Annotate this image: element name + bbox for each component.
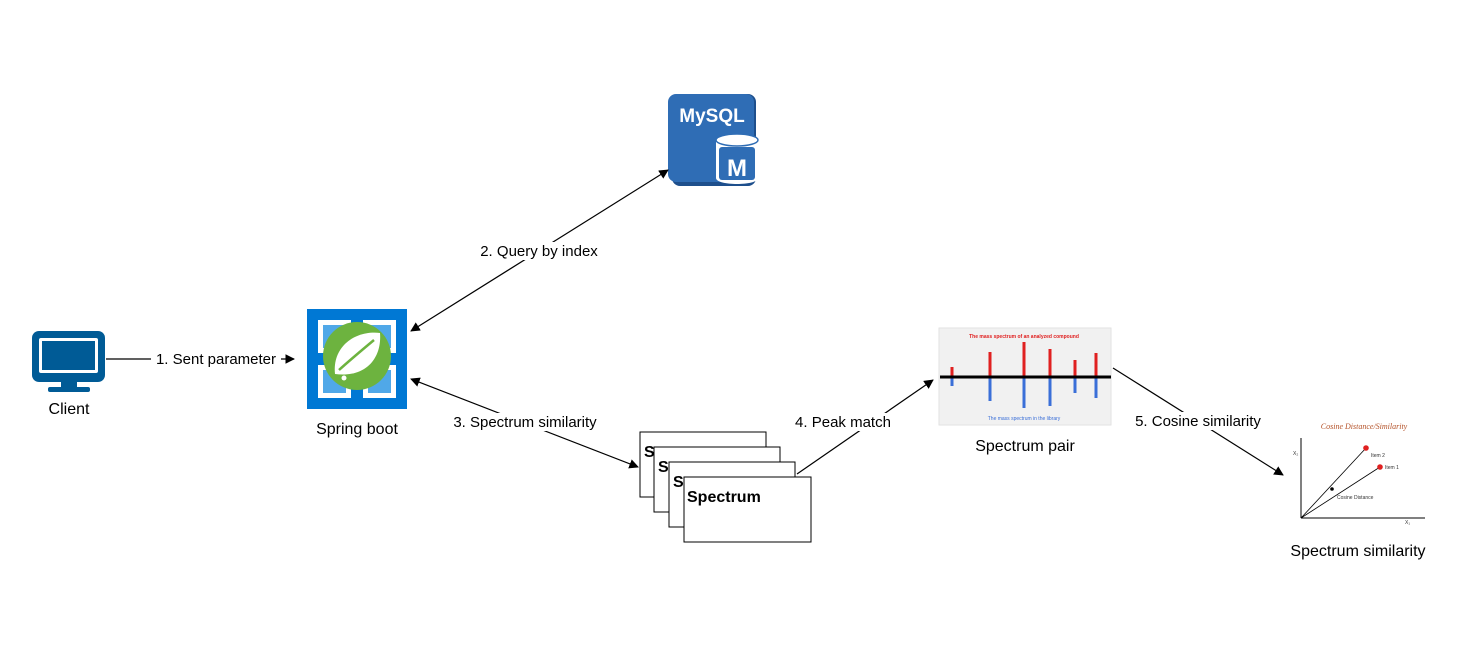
edge-sent-parameter: 1. Sent parameter	[106, 350, 295, 368]
spectrum-similarity-node: Cosine Distance/Similarity Item 2 Item 1…	[1290, 422, 1425, 560]
edge-sent-parameter-label: 1. Sent parameter	[156, 351, 276, 368]
spectrum-card-partial-label: S	[673, 474, 684, 491]
edge-spectrum-similarity-label: 3. Spectrum similarity	[453, 414, 597, 431]
item1-label: Item 1	[1385, 465, 1399, 471]
spectrum-card-label: Spectrum	[687, 489, 761, 506]
spring-boot-icon	[307, 309, 407, 409]
spectrum-top-caption: The mass spectrum of an analyzed compoun…	[969, 334, 1079, 340]
edge-query-by-index: 2. Query by index	[410, 169, 669, 332]
cosine-similarity-image: Cosine Distance/Similarity Item 2 Item 1…	[1293, 422, 1425, 526]
x1-axis-label: X₁	[1405, 520, 1410, 526]
mysql-icon: MySQL M	[668, 94, 759, 186]
edge-query-by-index-label: 2. Query by index	[480, 243, 598, 260]
spring-boot-node: Spring boot	[307, 309, 407, 438]
client-node: Client	[32, 331, 105, 418]
spectrum-card-partial-label: S	[658, 459, 669, 476]
mysql-logo-text: MySQL	[679, 106, 745, 127]
spectrum-bottom-caption: The mass spectrum in the library	[988, 416, 1061, 422]
edge-peak-match-label: 4. Peak match	[795, 414, 891, 431]
edge-spectrum-similarity: 3. Spectrum similarity	[410, 377, 639, 469]
edge-peak-match: 4. Peak match	[789, 379, 934, 475]
spectrum-pair-label: Spectrum pair	[975, 438, 1075, 455]
edge-cosine-similarity-label: 5. Cosine similarity	[1135, 413, 1261, 430]
x2-axis-label: X₂	[1293, 451, 1298, 457]
cosine-distance-label: Cosine Distance	[1337, 495, 1374, 501]
edge-cosine-similarity: 5. Cosine similarity	[1112, 367, 1284, 476]
mysql-node: MySQL M	[668, 94, 759, 186]
spectrum-stack: S S S Spectrum	[639, 431, 812, 543]
spectrum-similarity-label: Spectrum similarity	[1290, 543, 1425, 560]
item2-label: Item 2	[1371, 453, 1385, 459]
spring-boot-label: Spring boot	[316, 421, 398, 438]
monitor-icon	[32, 331, 105, 392]
mass-spectrum-image: The mass spectrum of an analyzed compoun…	[937, 326, 1113, 427]
spectrum-pair-node: The mass spectrum of an analyzed compoun…	[937, 326, 1113, 455]
cosine-title: Cosine Distance/Similarity	[1321, 422, 1408, 431]
spectrum-card-partial-label: S	[644, 444, 655, 461]
mysql-mark-text: M	[727, 155, 747, 182]
client-label: Client	[49, 401, 90, 418]
